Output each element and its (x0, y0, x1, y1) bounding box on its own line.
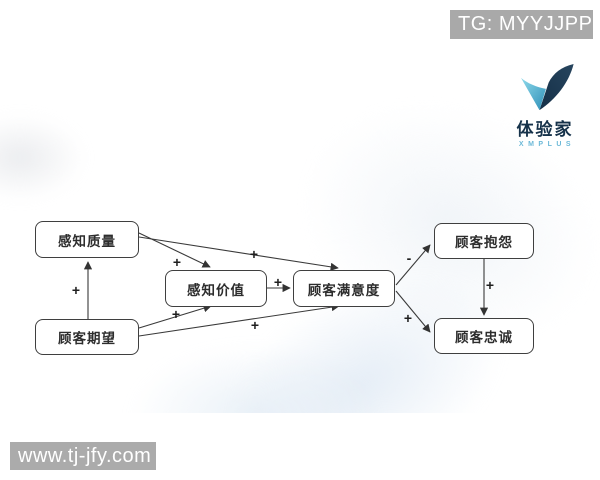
edge-sign: - (406, 250, 412, 266)
edge-sign: + (485, 277, 495, 293)
logo-subtitle: XMPLUS (518, 141, 576, 148)
background-patch (0, 115, 85, 200)
edge-sign: + (171, 306, 181, 322)
site-watermark-badge: www.tj-jfy.com (10, 442, 156, 470)
edge-sign: + (250, 317, 260, 333)
node-customer-expectations: 顾客期望 (35, 319, 139, 355)
background-petal (130, 345, 380, 413)
node-customer-complaints: 顾客抱怨 (434, 223, 534, 259)
xmplus-logo: 体验家 XMPLUS (498, 64, 592, 148)
edge-sign: + (249, 246, 259, 262)
node-customer-satisfaction: 顾客满意度 (293, 270, 395, 307)
edge-sign: + (71, 282, 81, 298)
edge-sign: + (403, 310, 413, 326)
edge-sign: + (172, 254, 182, 270)
edge-sign: + (273, 274, 283, 290)
logo-name: 体验家 (516, 120, 574, 139)
tg-watermark-badge: TG: MYYJJPP (450, 10, 593, 39)
node-perceived-value: 感知价值 (165, 270, 267, 307)
checkmark-logo-icon (521, 64, 574, 111)
node-customer-loyalty: 顾客忠诚 (434, 318, 534, 354)
node-perceived-quality: 感知质量 (35, 221, 139, 258)
